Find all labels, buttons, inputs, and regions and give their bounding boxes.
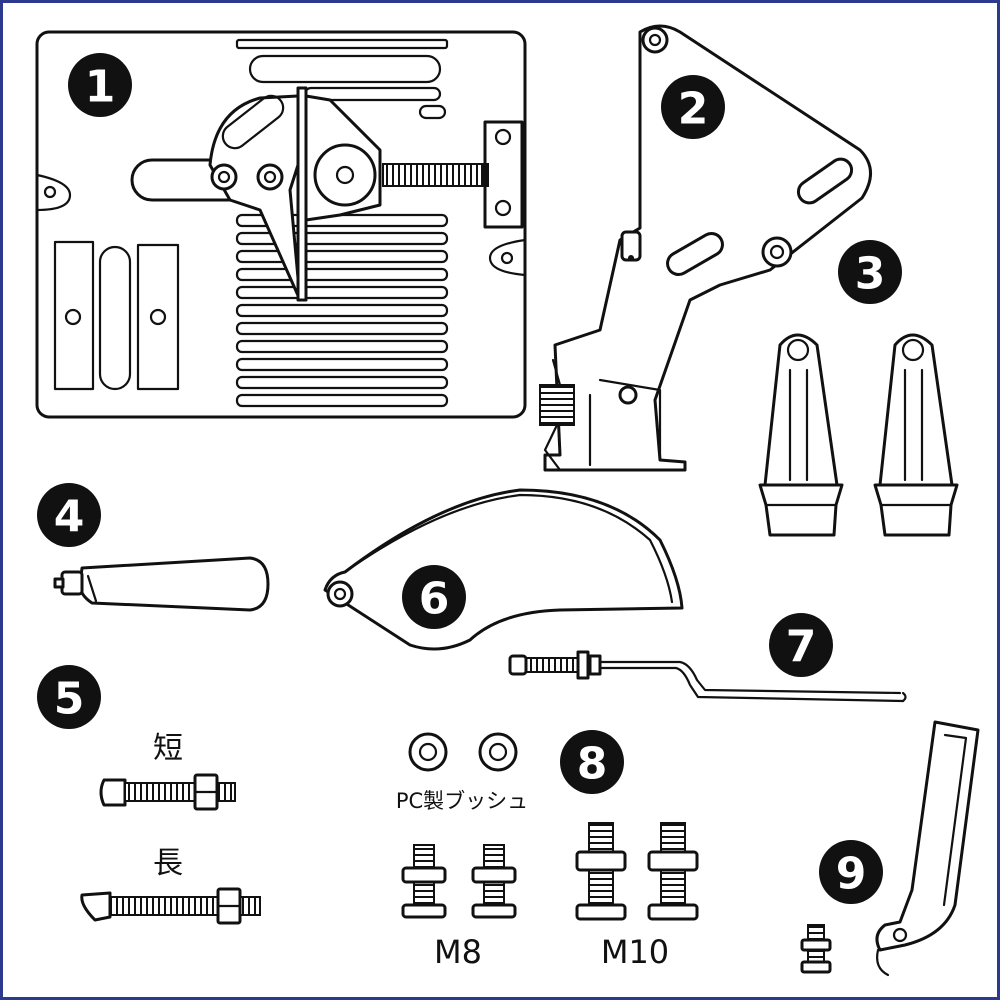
blade-guard (323, 488, 684, 651)
plate-slots (235, 213, 449, 408)
rubber-foot-left (758, 333, 844, 537)
base-plate (35, 30, 527, 419)
svg-text:3: 3 (855, 249, 886, 300)
number-badge-9: 9 (819, 840, 883, 904)
lever-rod (508, 650, 907, 703)
pc-bushing-label: PC製ブッシュ (396, 789, 528, 813)
motor-bracket (539, 24, 872, 472)
rubber-feet (758, 333, 959, 537)
svg-text:2: 2 (678, 84, 709, 135)
number-badge-5: 5 (37, 665, 101, 729)
long-bolt-label: 長 (153, 846, 183, 881)
svg-text:8: 8 (577, 739, 608, 790)
handle (53, 556, 270, 612)
number-badge-2: 2 (661, 75, 725, 139)
m8-bolts (401, 844, 517, 919)
m8-label: M8 (434, 933, 482, 971)
number-badge-1: 1 (68, 53, 132, 117)
pc-bushings (408, 732, 518, 772)
bolt-long (80, 887, 261, 925)
small-bolt (800, 924, 832, 974)
m10-label: M10 (601, 933, 669, 971)
svg-text:6: 6 (419, 574, 450, 625)
number-badge-6: 6 (402, 565, 466, 629)
m10-bolts (575, 822, 699, 921)
svg-text:7: 7 (786, 622, 817, 673)
rubber-foot-right (873, 333, 959, 537)
number-badge-8: 8 (560, 730, 624, 794)
svg-text:9: 9 (836, 849, 867, 900)
svg-text:5: 5 (54, 674, 85, 725)
svg-text:4: 4 (54, 492, 85, 543)
svg-text:1: 1 (85, 62, 116, 113)
short-bolt-label: 短 (153, 731, 183, 766)
bolt-short (99, 773, 236, 811)
number-badge-7: 7 (769, 613, 833, 677)
number-badge-4: 4 (37, 483, 101, 547)
number-badge-3: 3 (838, 240, 902, 304)
spring (539, 358, 575, 472)
lever-arm (800, 720, 980, 977)
